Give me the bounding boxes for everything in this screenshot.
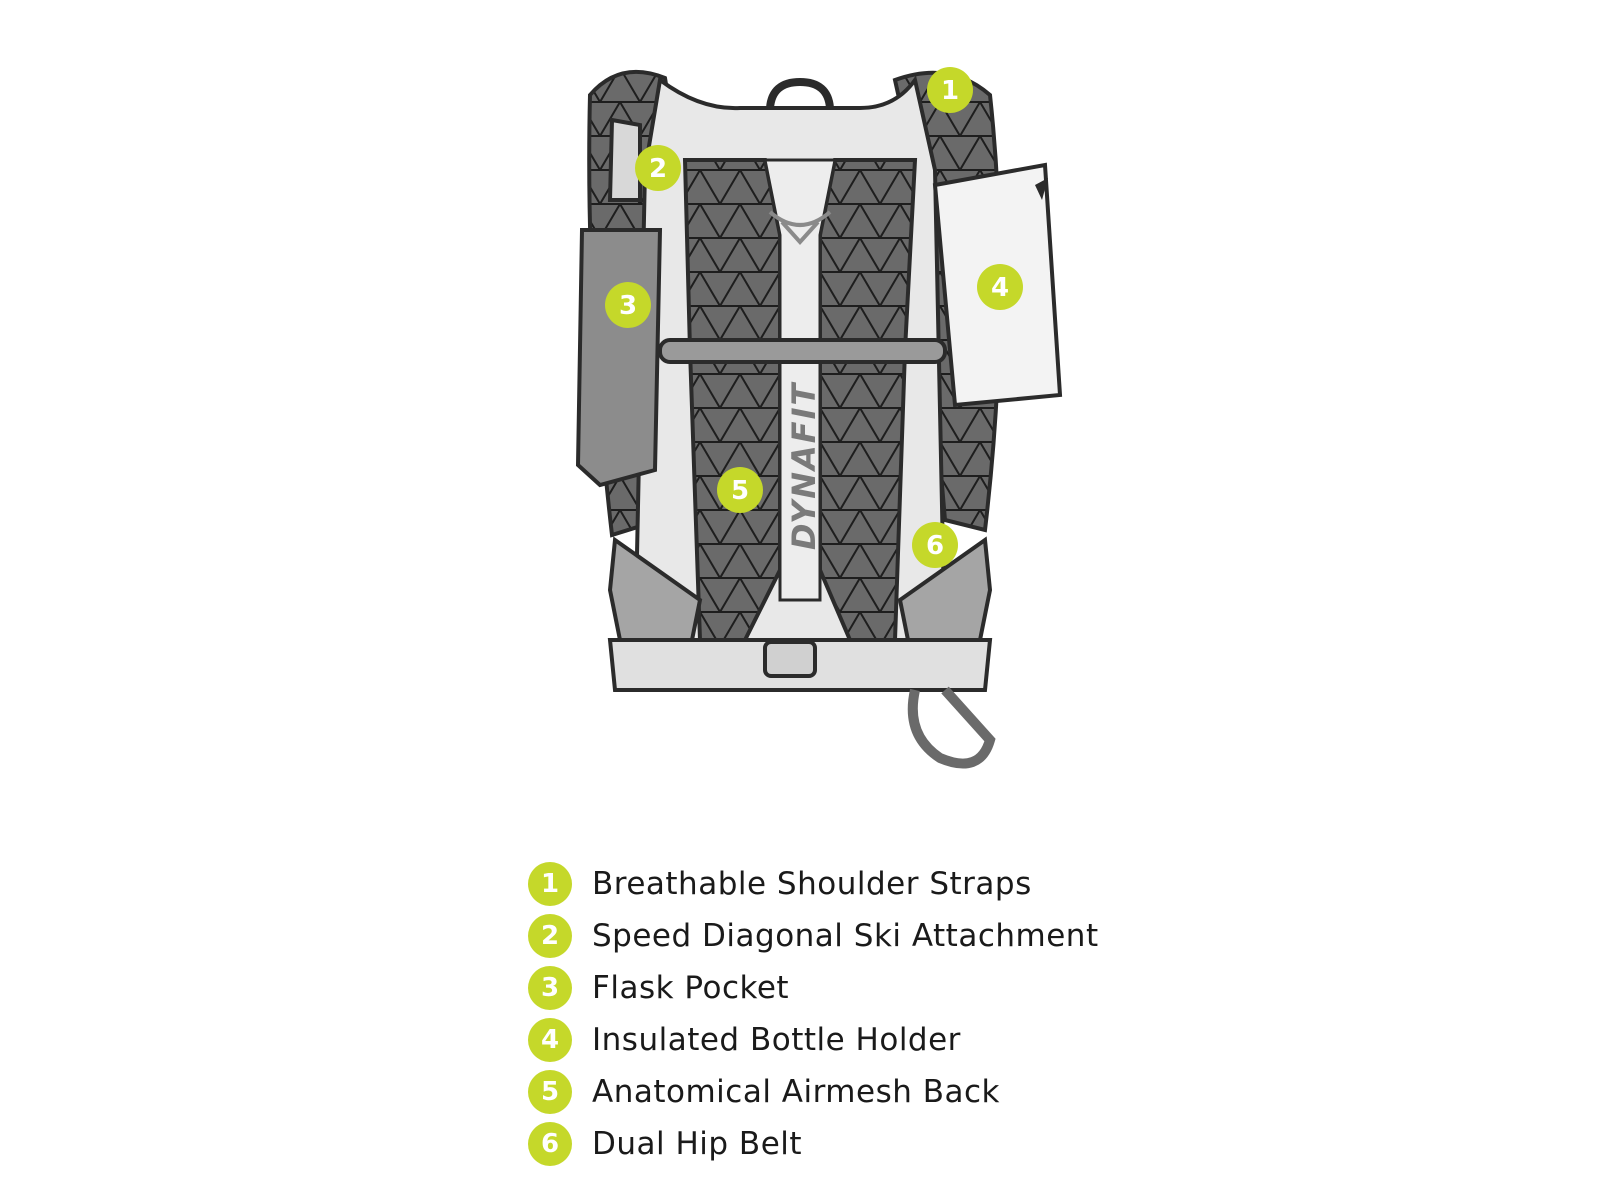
callout-3: 3 xyxy=(605,282,651,328)
legend-item: 6 Dual Hip Belt xyxy=(528,1118,1228,1170)
feature-legend: 1 Breathable Shoulder Straps 2 Speed Diagon… xyxy=(528,858,1228,1170)
callout-4: 4 xyxy=(977,264,1023,310)
backpack-diagram: DYNAFIT 1 2 3 4 5 6 xyxy=(575,67,1063,769)
callout-6: 6 xyxy=(912,522,958,568)
legend-label: Insulated Bottle Holder xyxy=(592,1022,961,1058)
callout-badge xyxy=(912,522,958,568)
callout-badge xyxy=(717,467,763,513)
callout-badge xyxy=(605,282,651,328)
callout-badge xyxy=(977,264,1023,310)
callout-number: 2 xyxy=(649,154,667,184)
callout-markers: 1 2 3 4 5 6 xyxy=(605,67,1023,568)
snow-leopard-icon xyxy=(768,210,832,245)
legend-item: 2 Speed Diagonal Ski Attachment xyxy=(528,910,1228,962)
center-spine xyxy=(763,158,837,602)
bottle-holder-pull-tab xyxy=(1035,178,1048,200)
legend-number-badge: 6 xyxy=(528,1122,572,1166)
legend-number-badge: 5 xyxy=(528,1070,572,1114)
callout-2: 2 xyxy=(635,145,681,191)
legend-label: Dual Hip Belt xyxy=(592,1126,803,1162)
callout-number: 5 xyxy=(731,476,749,506)
legend-item: 5 Anatomical Airmesh Back xyxy=(528,1066,1228,1118)
legend-label: Anatomical Airmesh Back xyxy=(592,1074,1000,1110)
legend-label: Flask Pocket xyxy=(592,970,790,1006)
brand-text: DYNAFIT xyxy=(785,381,823,550)
callout-number: 6 xyxy=(926,531,944,561)
legend-item: 1 Breathable Shoulder Straps xyxy=(528,858,1228,910)
legend-label: Breathable Shoulder Straps xyxy=(592,866,1032,902)
callout-badge xyxy=(927,67,973,113)
callout-number: 1 xyxy=(941,76,959,106)
callout-5: 5 xyxy=(717,467,763,513)
legend-item: 4 Insulated Bottle Holder xyxy=(528,1014,1228,1066)
ski-attachment-loop xyxy=(607,117,642,202)
legend-number-badge: 3 xyxy=(528,966,572,1010)
legend-number-badge: 4 xyxy=(528,1018,572,1062)
airmesh-left-panel xyxy=(682,158,782,642)
callout-number: 4 xyxy=(991,273,1009,303)
legend-number-badge: 2 xyxy=(528,914,572,958)
legend-item: 3 Flask Pocket xyxy=(528,962,1228,1014)
callout-number: 3 xyxy=(619,291,637,321)
top-haul-loop xyxy=(766,77,834,109)
sternum-strap xyxy=(658,338,947,364)
callout-1: 1 xyxy=(927,67,973,113)
bottom-loop xyxy=(907,686,996,769)
callout-badge xyxy=(635,145,681,191)
legend-number-badge: 1 xyxy=(528,862,572,906)
flask-pocket xyxy=(575,228,663,488)
legend-label: Speed Diagonal Ski Attachment xyxy=(592,918,1099,954)
hip-belt-buckle xyxy=(763,640,817,678)
